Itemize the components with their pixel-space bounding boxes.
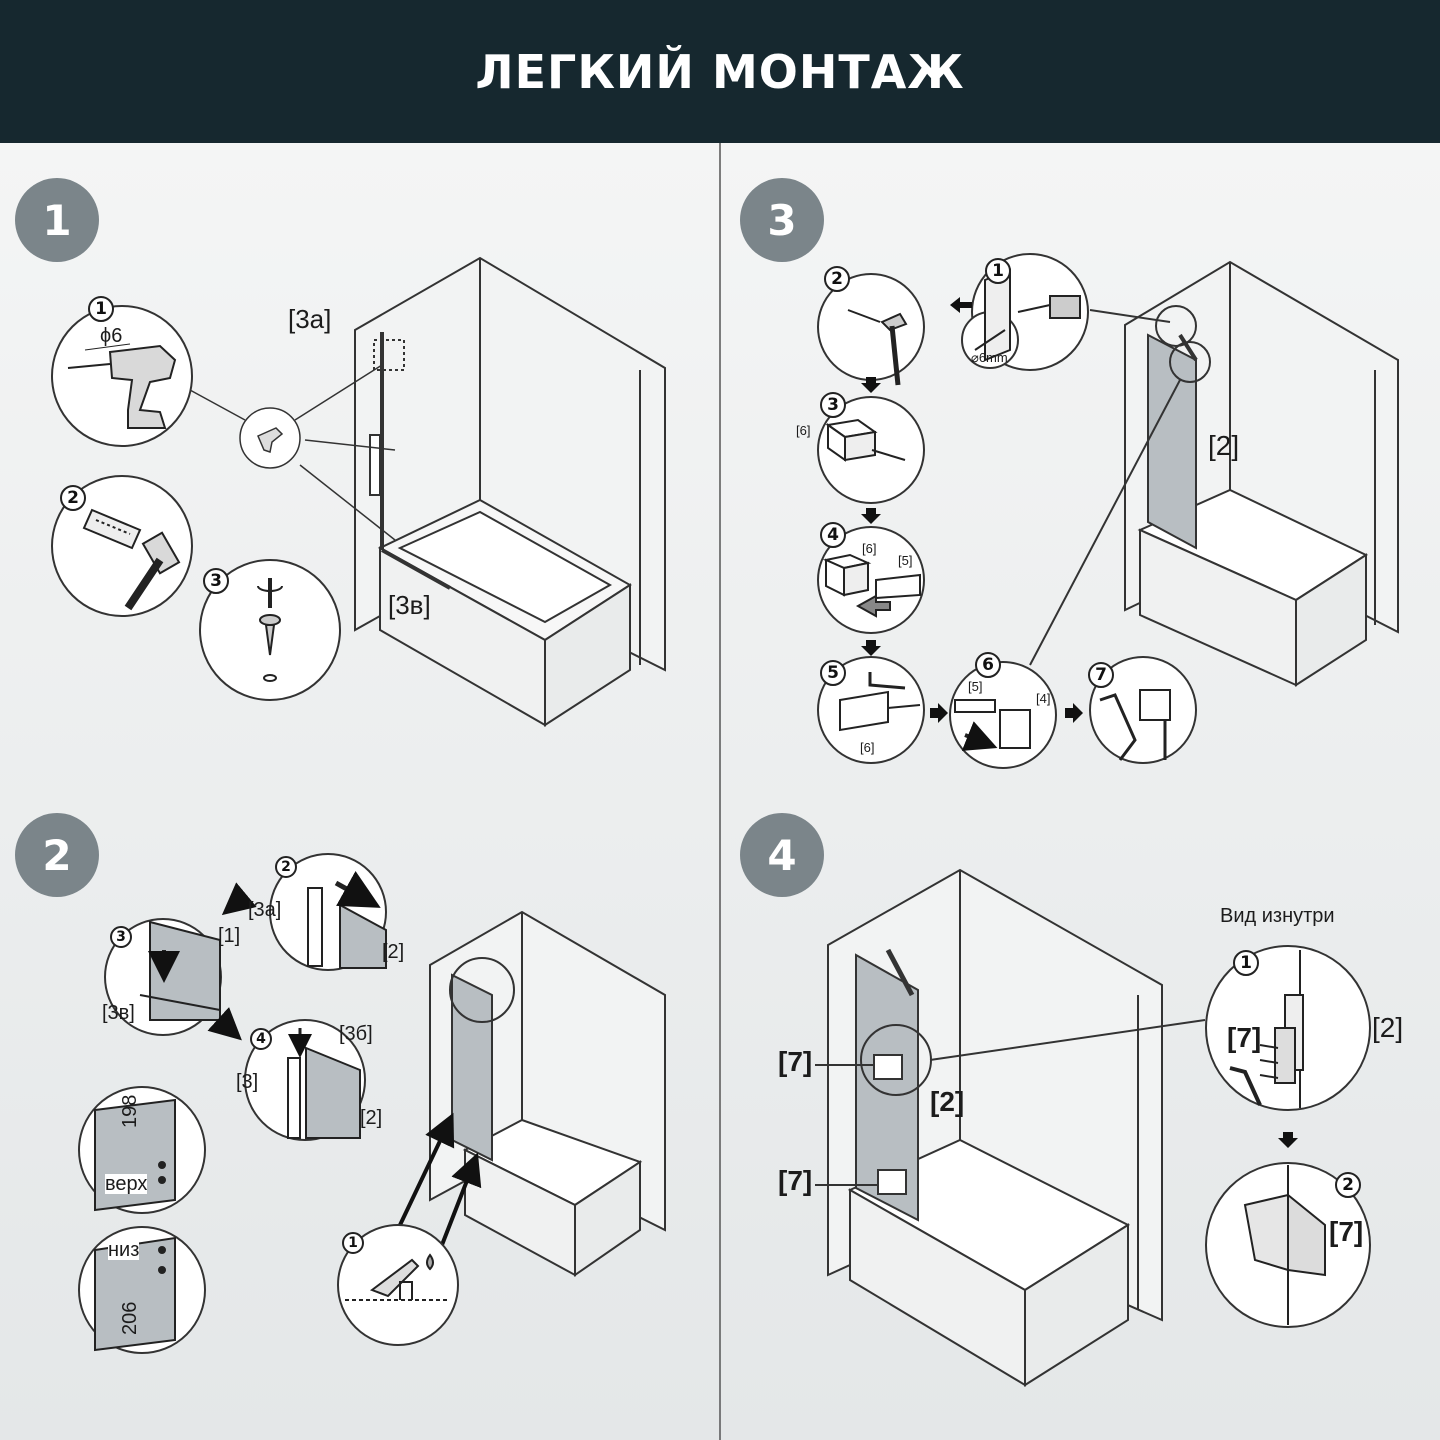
step2-dim-top: 198 [119,1094,141,1128]
step-badge-3: 3 [740,178,824,262]
step3-sub-number-6: 6 [975,652,1001,678]
drill-icon [67,343,177,429]
step3-sub-number-3: 3 [820,392,846,418]
header-bar: ЛЕГКИЙ МОНТАЖ [0,0,1440,143]
step3-sub-number-7: 7 [1088,662,1114,688]
step2-dim-bottom: 206 [119,1301,141,1335]
step3-label-6c: [6] [860,740,875,755]
step4-inside-view: Вид изнутри [1220,905,1335,927]
step3-label-4: [4] [1036,691,1051,706]
step2-label-1: [1] [218,925,241,947]
step4-bathroom [815,868,1206,1387]
step2-label-3a: [3а] [248,899,282,921]
step1-dowel-circle [51,475,193,617]
step3-sub-number-5: 5 [820,660,846,686]
step4-label-2-main: [2] [930,1086,965,1117]
step3-label-6b: [6] [862,541,877,556]
step2-arrows [398,1112,482,1251]
step2-label-2b: [2] [360,1107,383,1129]
step4-label-7-detail2: [7] [1329,1216,1364,1247]
step2-label-3: [3] [236,1071,259,1093]
step1-label-3v: [3в] [388,590,431,620]
step3-sub-number-4: 4 [820,522,846,548]
step4-label-7-bottom: [7] [778,1165,813,1196]
step3-bathroom [1029,260,1399,687]
step1-sub-number-2: 2 [60,485,86,511]
step2-sub-number-1: 1 [342,1232,364,1254]
step3-detail-art [822,268,1171,761]
step2-small-arrows [207,882,257,1041]
step2-top-word: верх [105,1173,148,1195]
step2-sub-number-2: 2 [275,856,297,878]
step3-sub-number-2: 2 [824,266,850,292]
step2-label-2a: [2] [382,941,405,963]
step4-arrow [1278,1132,1298,1148]
step3-label-5b: [5] [968,679,983,694]
step1-sub-number-3: 3 [203,568,229,594]
step1-bathroom [354,256,666,727]
step3-arrows [861,297,1083,723]
step1-sub-number-1: 1 [88,296,114,322]
step4-label-7-detail: [7] [1227,1022,1262,1053]
step1-zoom-lines [189,364,396,541]
step3-sub-number-1: 1 [985,258,1011,284]
step4-label-7-top: [7] [778,1046,813,1077]
step2-label-3b: [3б] [339,1023,373,1045]
step4-sub-number-2: 2 [1335,1172,1361,1198]
step2-sub-number-3: 3 [110,926,132,948]
step2-label-3v: [3в] [102,1002,135,1024]
step1-label-3a: [3а] [288,304,332,334]
step3-drill-size: ⌀6mm [971,350,1008,365]
step2-bathroom [429,910,666,1277]
page-title: ЛЕГКИЙ МОНТАЖ [475,44,965,99]
step3-label-2: [2] [1208,430,1240,461]
step1-drill-size: ϕ6 [100,325,123,347]
step4-sub-number-1: 1 [1233,950,1259,976]
step-badge-4: 4 [740,813,824,897]
step4-detail-art [1229,950,1326,1325]
step2-sub-number-4: 4 [250,1028,272,1050]
dowel-hammer-icon [82,508,181,611]
step-badge-2: 2 [15,813,99,897]
step2-bottom-word: низ [108,1239,140,1261]
step3-label-5a: [5] [898,553,913,568]
screw-icon [257,578,283,682]
step3-label-6a: [6] [796,423,811,438]
step-badge-1: 1 [15,178,99,262]
step4-label-2-detail: [2] [1372,1012,1404,1043]
